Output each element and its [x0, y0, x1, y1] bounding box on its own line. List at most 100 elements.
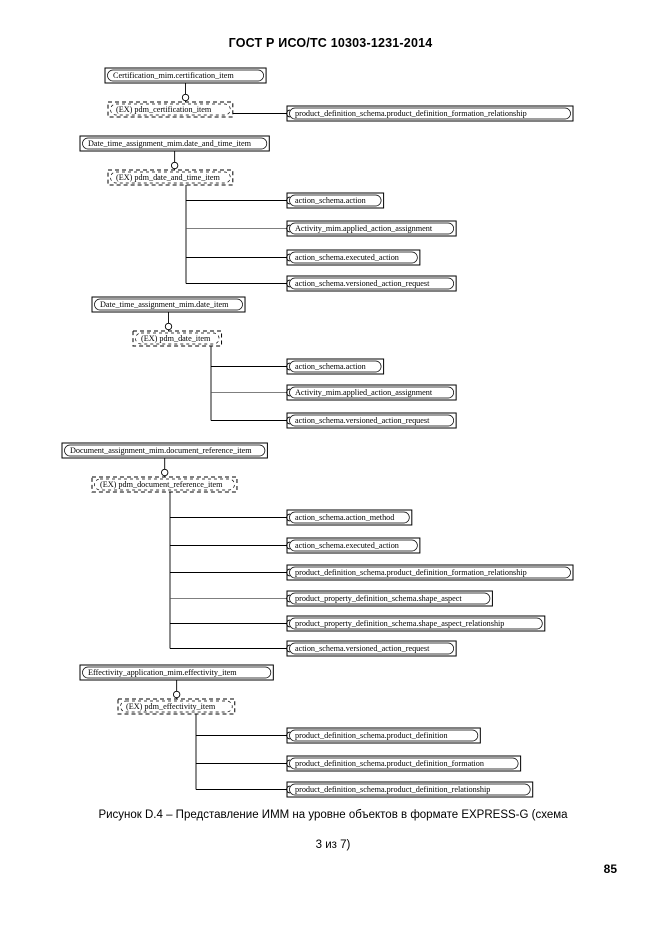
entry-marker: [286, 416, 291, 425]
parent-entity-box: Effectivity_application_mim.effectivity_…: [79, 664, 274, 681]
entry-marker: [286, 785, 291, 794]
node-inner-outline: [289, 511, 410, 524]
diagram-canvas: Certification_mim.certification_item (EX)…: [61, 67, 574, 798]
node-label: action_schema.action: [295, 362, 366, 371]
figure-caption: Рисунок D.4 – Представление ИММ на уровн…: [48, 800, 618, 860]
child-entity-box: product_definition_schema.product_defini…: [286, 727, 481, 744]
node-inner-outline: [94, 298, 243, 311]
entry-marker: [286, 759, 291, 768]
node-inner-outline: [120, 700, 233, 713]
relationship-circle: [173, 690, 181, 699]
node-label: action_schema.versioned_action_request: [295, 644, 430, 653]
parent-entity-box: Document_assignment_mim.document_referen…: [61, 442, 268, 459]
node-label: product_property_definition_schema.shape…: [295, 619, 504, 628]
node-inner-outline: [64, 444, 266, 457]
entry-marker: [286, 619, 291, 628]
node-inner-outline: [107, 69, 264, 82]
relationship-circle: [170, 161, 179, 170]
select-type-box: (EX) pdm_document_reference_item: [91, 476, 238, 493]
node-label: product_definition_schema.product_defini…: [295, 568, 527, 577]
node-inner-outline: [94, 478, 235, 491]
node-inner-outline: [289, 617, 543, 630]
relationship-circle: [161, 468, 169, 477]
node-inner-outline: [289, 729, 479, 742]
select-type-box: (EX) pdm_date_item: [132, 330, 223, 347]
node-label: Effectivity_application_mim.effectivity_…: [88, 668, 237, 677]
entry-marker: [286, 731, 291, 740]
node-label: product_definition_schema.product_defini…: [295, 731, 448, 740]
node-label: Activity_mim.applied_action_assignment: [295, 388, 433, 397]
node-label: action_schema.executed_action: [295, 253, 399, 262]
node-label: product_property_definition_schema.shape…: [295, 594, 462, 603]
node-inner-outline: [289, 107, 571, 120]
entry-marker: [286, 279, 291, 288]
parent-entity-box: Date_time_assignment_mim.date_item: [91, 296, 246, 313]
node-inner-outline: [82, 137, 268, 150]
node-inner-outline: [82, 666, 272, 679]
child-entity-box: product_definition_schema.product_defini…: [286, 755, 522, 772]
relationship-circle: [181, 93, 190, 102]
child-entity-box: product_definition_schema.product_defini…: [286, 564, 574, 581]
node-border: [107, 101, 234, 118]
node-label: action_schema.action_method: [295, 513, 394, 522]
node-label: (EX) pdm_date_item: [141, 334, 211, 343]
node-inner-outline: [289, 757, 519, 770]
child-entity-box: action_schema.versioned_action_request: [286, 640, 457, 657]
node-inner-outline: [289, 251, 418, 264]
node-inner-outline: [289, 642, 454, 655]
caption-line-2: 3 из 7): [315, 839, 351, 851]
child-entity-box: action_schema.versioned_action_request: [286, 412, 457, 429]
node-inner-outline: [289, 783, 531, 796]
node-label: product_definition_schema.product_defini…: [295, 109, 527, 118]
document-header: ГОСТ Р ИСО/ТС 10303-1231-2014: [228, 36, 433, 50]
entry-marker: [286, 253, 291, 262]
node-label: Activity_mim.applied_action_assignment: [295, 224, 433, 233]
child-entity-box: product_definition_schema.product_defini…: [286, 105, 574, 122]
node-label: action_schema.versioned_action_request: [295, 279, 430, 288]
entry-marker: [286, 568, 291, 577]
select-type-box: (EX) pdm_effectivity_item: [117, 698, 236, 715]
child-entity-box: action_schema.executed_action: [286, 537, 421, 554]
express-g-diagram: Certification_mim.certification_item (EX)…: [0, 60, 661, 800]
node-border: [107, 169, 234, 186]
node-label: Date_time_assignment_mim.date_and_time_i…: [88, 139, 252, 148]
node-label: (EX) pdm_document_reference_item: [100, 480, 223, 489]
node-inner-outline: [135, 332, 220, 345]
node-border: [132, 330, 223, 347]
child-entity-box: product_definition_schema.product_defini…: [286, 781, 534, 798]
parent-entity-box: Date_time_assignment_mim.date_and_time_i…: [79, 135, 270, 152]
node-label: Document_assignment_mim.document_referen…: [70, 446, 252, 455]
entry-marker: [286, 513, 291, 522]
child-entity-box: action_schema.action: [286, 192, 385, 209]
node-label: action_schema.action: [295, 196, 366, 205]
entry-marker: [286, 109, 291, 118]
node-label: product_definition_schema.product_defini…: [295, 759, 484, 768]
entry-marker: [286, 224, 291, 233]
child-entity-box: action_schema.action_method: [286, 509, 413, 526]
child-entity-box: action_schema.versioned_action_request: [286, 275, 457, 292]
node-inner-outline: [110, 103, 231, 116]
relationship-circle: [164, 322, 173, 331]
node-inner-outline: [289, 566, 571, 579]
child-entity-box: product_property_definition_schema.shape…: [286, 590, 493, 607]
child-entity-box: action_schema.action: [286, 358, 385, 375]
node-label: (EX) pdm_certification_item: [116, 105, 212, 114]
entry-marker: [286, 541, 291, 550]
select-type-box: (EX) pdm_certification_item: [107, 101, 234, 118]
entry-marker: [286, 196, 291, 205]
node-label: (EX) pdm_effectivity_item: [126, 702, 216, 711]
node-inner-outline: [289, 222, 454, 235]
node-label: action_schema.versioned_action_request: [295, 416, 430, 425]
node-label: product_definition_schema.product_defini…: [295, 785, 490, 794]
page-number: 85: [603, 862, 617, 876]
node-label: Certification_mim.certification_item: [113, 71, 234, 80]
node-inner-outline: [289, 277, 454, 290]
child-entity-box: product_property_definition_schema.shape…: [286, 615, 546, 632]
node-inner-outline: [110, 171, 231, 184]
parent-entity-box: Certification_mim.certification_item: [104, 67, 267, 84]
node-label: action_schema.executed_action: [295, 541, 399, 550]
entry-marker: [286, 362, 291, 371]
entry-marker: [286, 388, 291, 397]
node-inner-outline: [289, 592, 491, 605]
node-inner-outline: [289, 360, 382, 373]
